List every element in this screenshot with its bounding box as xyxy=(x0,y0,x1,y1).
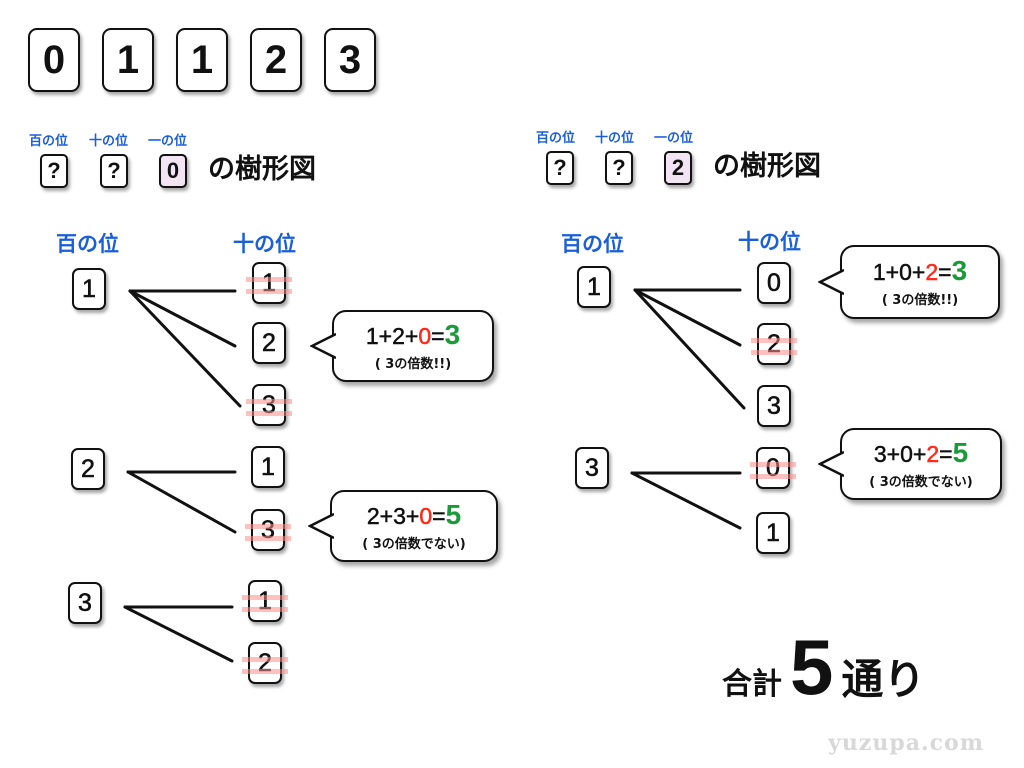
branch-line xyxy=(633,288,746,410)
sum-equation: 3+0+2=5 xyxy=(873,437,969,469)
tens-card: 3 xyxy=(757,385,791,427)
total-count: 合計 5 通り xyxy=(722,628,925,707)
place-label-tens: 十の位 xyxy=(89,134,129,149)
result-note: ( 3の倍数でない) xyxy=(362,536,466,552)
fixed-ones-card: 0 xyxy=(159,154,187,188)
result-bubble-not-multiple-of-3: 2+3+0=5 ( 3の倍数でない) xyxy=(308,490,498,562)
branch-line xyxy=(123,605,234,663)
sum-equation: 1+2+0=3 xyxy=(365,319,461,351)
bubble-tail xyxy=(818,450,844,478)
hundreds-card: 1 xyxy=(72,268,106,310)
hundreds-card: 3 xyxy=(575,447,609,489)
tens-value: 2 xyxy=(262,328,277,357)
tens-card: 1 xyxy=(251,446,285,488)
tree-title-text: の樹形図 xyxy=(208,154,316,185)
result-bubble-multiple-of-3: 1+2+0=3 ( 3の倍数!!) xyxy=(310,310,494,382)
sum-equation: 2+3+0=5 xyxy=(366,499,462,531)
tens-value: 0 xyxy=(766,453,781,482)
fixed-ones-card: 2 xyxy=(664,151,692,185)
digit-card: 0 xyxy=(28,28,80,92)
tens-card: 2 xyxy=(252,322,286,364)
total-number: 5 xyxy=(790,623,834,711)
result-bubble-multiple-of-3: 1+0+2=3 ( 3の倍数!!) xyxy=(818,245,1000,319)
unknown-tens-card: ? xyxy=(605,151,633,185)
place-label-hundreds: 百の位 xyxy=(536,131,576,146)
branch-line xyxy=(128,289,242,408)
tens-card: 1 xyxy=(756,512,790,554)
column-header-hundreds: 百の位 xyxy=(56,232,119,256)
column-header-tens: 十の位 xyxy=(233,232,296,256)
unknown-hundreds-card: ? xyxy=(546,151,574,185)
tree-title-text: の樹形図 xyxy=(713,151,821,182)
branch-line xyxy=(126,470,237,534)
total-unit: 通り xyxy=(841,655,926,704)
tens-value: 1 xyxy=(261,452,276,481)
tens-value: 0 xyxy=(767,268,782,297)
branch-line xyxy=(633,288,742,347)
tens-value: 3 xyxy=(767,391,782,420)
bubble-tail xyxy=(310,332,336,360)
tens-value: 2 xyxy=(767,329,782,358)
hundreds-card: 2 xyxy=(71,448,105,490)
place-label-hundreds: 百の位 xyxy=(29,134,69,149)
bubble-tail xyxy=(308,512,334,540)
branch-line xyxy=(630,471,742,530)
digit-card: 1 xyxy=(102,28,154,92)
place-label-ones: 一の位 xyxy=(148,134,188,149)
digit-card: 3 xyxy=(324,28,376,92)
watermark: yuzupa.com xyxy=(828,730,984,756)
hundreds-card: 1 xyxy=(577,266,611,308)
tens-value: 1 xyxy=(766,518,781,547)
column-header-tens: 十の位 xyxy=(738,230,801,254)
result-bubble-not-multiple-of-3: 3+0+2=5 ( 3の倍数でない) xyxy=(818,428,1002,500)
unknown-hundreds-card: ? xyxy=(40,154,68,188)
result-note: ( 3の倍数でない) xyxy=(869,474,973,490)
tens-card: 0 xyxy=(757,262,791,304)
tens-card-crossed: 0 xyxy=(750,447,796,489)
unknown-tens-card: ? xyxy=(100,154,128,188)
branch-line xyxy=(128,289,237,348)
digit-card: 2 xyxy=(250,28,302,92)
bubble-tail xyxy=(818,268,844,296)
place-label-tens: 十の位 xyxy=(595,131,635,146)
total-label: 合計 xyxy=(722,667,782,702)
result-note: ( 3の倍数!!) xyxy=(881,292,959,308)
sum-equation: 1+0+2=3 xyxy=(872,255,968,287)
digit-card: 1 xyxy=(176,28,228,92)
tens-card-crossed: 2 xyxy=(751,323,797,365)
result-note: ( 3の倍数!!) xyxy=(374,356,452,372)
column-header-hundreds: 百の位 xyxy=(561,232,624,256)
place-label-ones: 一の位 xyxy=(654,131,694,146)
hundreds-card: 3 xyxy=(68,582,102,624)
